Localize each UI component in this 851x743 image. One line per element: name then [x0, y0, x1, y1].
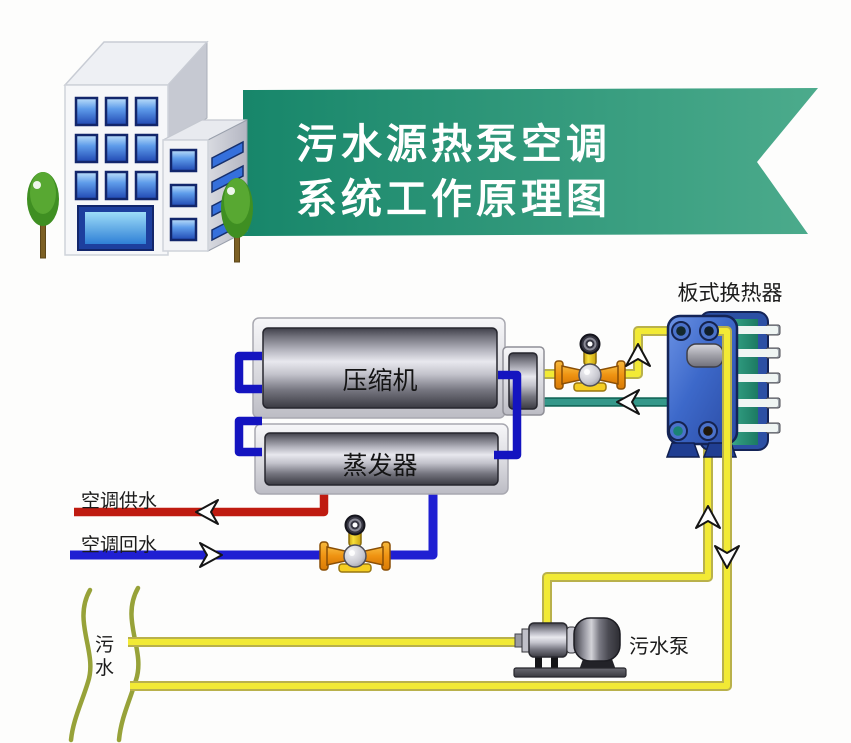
compressor-unit: [252, 317, 506, 419]
label-sewage-pump: 污水泵: [629, 634, 689, 658]
exchanger-ports: [668, 321, 719, 441]
pipe-ac-return: [70, 490, 438, 560]
evaporator-unit: [254, 423, 509, 495]
pump-shaft: [514, 633, 523, 648]
pump-motor: [528, 622, 568, 658]
label-ac-supply: 空调供水: [81, 490, 158, 512]
valve-icon-ac-return: [319, 514, 391, 573]
label-evaporator: 蒸发器: [342, 451, 418, 480]
building-illustration: [63, 40, 248, 256]
pump-motor-collar: [521, 628, 530, 653]
valve-icon-discharge: [554, 333, 626, 392]
pump-body: [573, 617, 621, 662]
exchanger-foot-left: [665, 442, 701, 458]
pipe-ac-supply: [74, 490, 329, 517]
label-plate-heat-exchanger: 板式换热器: [677, 281, 783, 305]
label-compressor: 压缩机: [342, 366, 418, 395]
tower-entrance-glass: [85, 212, 146, 244]
exchanger-handle: [686, 343, 724, 368]
annex-windows: [169, 148, 198, 242]
tree-right-icon: [221, 178, 253, 263]
banner-title-line2: 系统工作原理图: [296, 175, 611, 223]
pipe-condenser-to-exchanger: [530, 326, 678, 379]
pipe-pump-to-exchanger: [542, 428, 713, 630]
sewage-pump: [513, 617, 627, 678]
label-sewage: 污水: [95, 634, 115, 679]
refrigerant-pipes: [234, 351, 522, 460]
tower-windows: [74, 96, 159, 201]
title-banner-ribbon: [243, 88, 818, 236]
label-ac-return: 空调回水: [81, 534, 158, 556]
pipe-heat-exchanger-return: [536, 397, 683, 430]
tree-left-icon: [27, 172, 59, 259]
compressor-end-cap: [502, 346, 545, 416]
sewage-channel-banks: [68, 585, 141, 743]
banner-title-line1: 污水源热泵空调: [296, 120, 611, 168]
